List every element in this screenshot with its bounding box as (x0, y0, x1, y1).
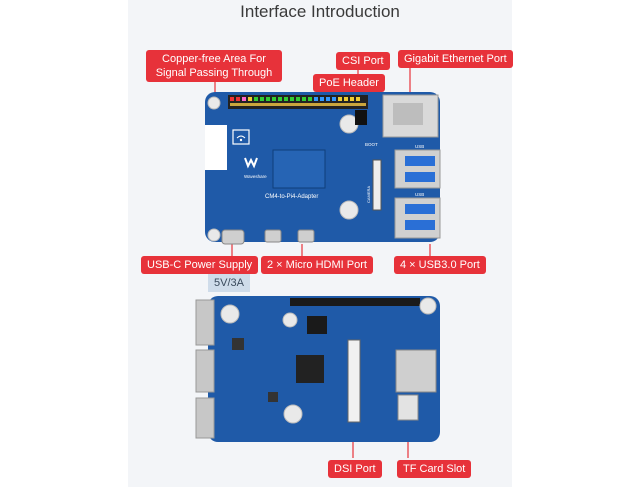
usb3-tongue (405, 204, 435, 214)
wifi-icon (232, 129, 250, 145)
callout-csi-port: CSI Port (336, 52, 390, 70)
power-rating-tag: 5V/3A (208, 274, 250, 292)
callout-micro-hdmi: 2 × Micro HDMI Port (261, 256, 373, 274)
dsi-connector (347, 339, 361, 423)
callout-tf-card-slot: TF Card Slot (397, 460, 472, 478)
waveshare-logo (244, 157, 258, 169)
camera-label: CAMERA (366, 186, 371, 203)
usb-label: USB (415, 192, 424, 197)
mounting-hole (283, 404, 303, 424)
usb-label: USB (415, 144, 424, 149)
top-board: CM4-to-Pi4-Adapter Waveshare BOOT CAMERA… (205, 92, 441, 245)
poe-header (355, 110, 367, 125)
callout-usbc-power: USB-C Power Supply (141, 256, 259, 274)
main-chip (296, 355, 324, 383)
mounting-hole (419, 297, 437, 315)
mounting-hole (220, 304, 240, 324)
side-port (195, 349, 215, 393)
micro-hdmi-1 (297, 229, 315, 243)
ethernet-jack (393, 103, 423, 125)
mounting-hole (339, 200, 359, 220)
copper-free-area (205, 125, 227, 170)
side-port (195, 299, 215, 346)
tf-card-slot (395, 349, 437, 393)
boot-label: BOOT (365, 142, 378, 147)
usbc-connector (221, 229, 245, 245)
mounting-hole (282, 312, 298, 328)
callout-copper-free-area: Copper-free Area For Signal Passing Thro… (146, 50, 282, 82)
callout-gigabit-ethernet: Gigabit Ethernet Port (398, 50, 513, 68)
micro-hdmi-0 (264, 229, 282, 243)
callout-dsi-port: DSI Port (328, 460, 382, 478)
small-chip (307, 316, 327, 334)
cm4-socket (272, 149, 326, 189)
mounting-hole (207, 228, 221, 242)
inductor (232, 338, 244, 350)
side-port (195, 397, 215, 439)
bottom-header (290, 298, 420, 306)
mounting-hole (207, 96, 221, 110)
usb3-port-upper (394, 149, 441, 189)
board-name-label: CM4-to-Pi4-Adapter (265, 194, 318, 200)
component (268, 392, 278, 402)
usb3-tongue (405, 220, 435, 230)
usb3-tongue (405, 172, 435, 182)
brand-label: Waveshare (244, 174, 267, 179)
bottom-board (195, 296, 440, 442)
usb3-tongue (405, 156, 435, 166)
csi-connector (372, 159, 382, 211)
callout-usb3: 4 × USB3.0 Port (394, 256, 486, 274)
page-title: Interface Introduction (240, 2, 400, 21)
gpio-pins (230, 97, 366, 106)
callout-poe-header: PoE Header (313, 74, 385, 92)
tf-card-holder (397, 394, 419, 421)
